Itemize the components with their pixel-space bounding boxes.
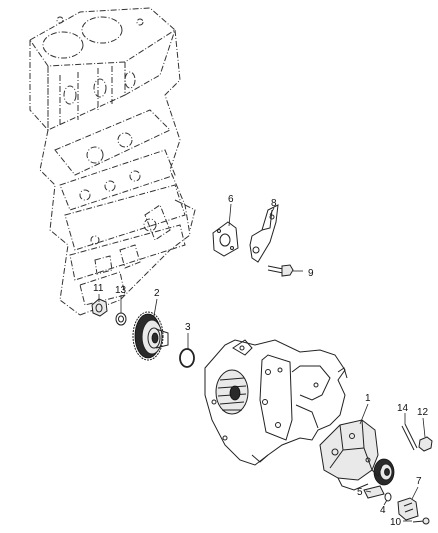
screw-part-10 [412,517,430,525]
gear-part-2 [132,311,169,361]
callout-7: 7 [416,476,422,487]
callout-12: 12 [417,407,429,418]
callout-9: 9 [308,268,314,279]
callout-8: 8 [271,198,277,209]
callout-14: 14 [397,403,409,414]
callout-4: 4 [380,505,386,516]
callout-5: 5 [357,487,363,498]
bolt-part-9 [267,264,294,277]
sensor-part-5 [363,485,385,499]
callout-6: 6 [228,194,234,205]
nut-part-11 [91,298,108,317]
stud-part-14 [401,423,418,451]
gear-housing [204,339,348,466]
fitting-part-7 [397,497,419,521]
callout-2: 2 [154,288,160,299]
callout-numbers: 6 8 9 11 13 2 3 1 14 12 5 4 7 10 [93,194,429,528]
pump-part-1 [319,419,395,491]
leader-lines [98,203,426,522]
engine-block-outline [29,7,196,316]
callout-10: 10 [390,517,402,528]
oring-part-4 [384,492,392,502]
washer-part-13 [115,312,127,326]
callout-11: 11 [93,283,104,294]
callout-3: 3 [185,322,191,333]
oring-part-3 [179,348,195,368]
callout-13: 13 [115,285,127,296]
bracket-part-8 [249,204,279,263]
nut-part-12 [418,436,433,452]
gasket-part-6 [212,221,239,257]
callout-1: 1 [365,393,371,404]
